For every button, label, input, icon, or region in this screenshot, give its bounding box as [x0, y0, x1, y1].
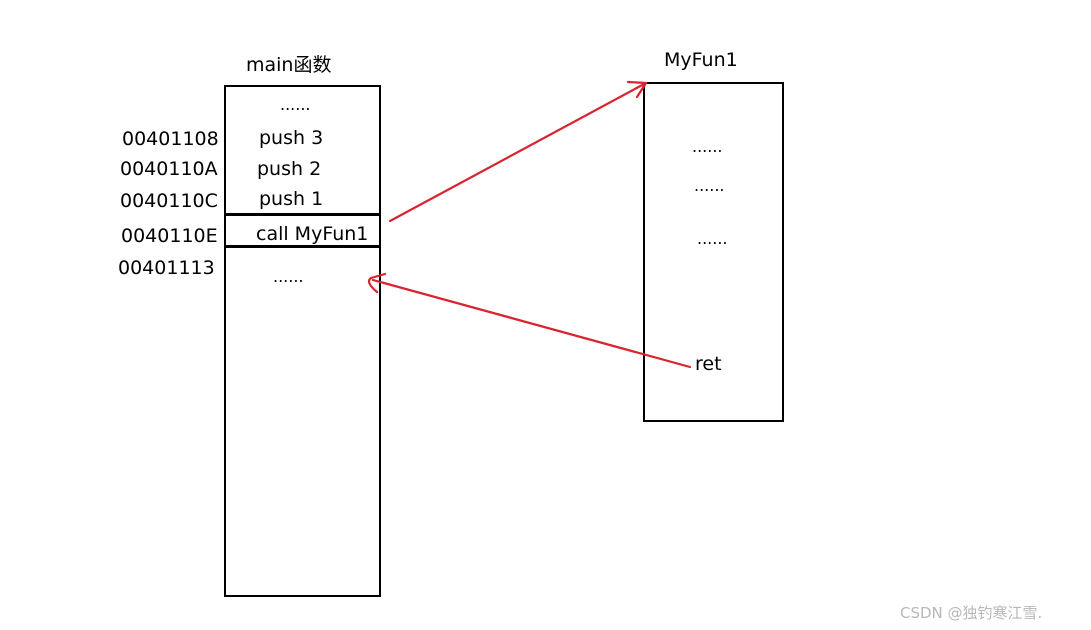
main-line-ellipsis-top: ...... [280, 95, 311, 114]
address-call-myfun1: 0040110E [121, 225, 218, 247]
watermark-text: CSDN @独钓寒江雪. [900, 604, 1043, 622]
myfun1-block-frame [643, 82, 784, 422]
call-arrow-line [388, 81, 648, 223]
instruction-push-2: push 2 [257, 158, 322, 180]
myfun1-line-ellipsis-3: ...... [697, 229, 728, 248]
main-block-title: main函数 [246, 54, 332, 76]
address-push-3: 00401108 [122, 128, 219, 150]
return-arrow-line [371, 278, 692, 369]
return-arrow-head [367, 272, 387, 294]
address-return-point: 00401113 [118, 257, 215, 279]
myfun1-block-title: MyFun1 [664, 49, 738, 71]
myfun1-line-ellipsis-1: ...... [692, 137, 723, 156]
main-block-frame [224, 85, 381, 597]
instruction-call-myfun1: call MyFun1 [256, 223, 369, 245]
myfun1-ret-instruction: ret [695, 353, 722, 375]
main-line-ellipsis-bottom: ...... [273, 267, 304, 286]
address-push-2: 0040110A [120, 158, 218, 180]
address-push-1: 0040110C [120, 190, 218, 212]
myfun1-line-ellipsis-2: ...... [694, 176, 725, 195]
instruction-push-1: push 1 [259, 188, 324, 210]
instruction-push-3: push 3 [259, 127, 324, 149]
call-row-top-divider [224, 213, 381, 216]
call-arrow-head [626, 80, 648, 99]
call-row-bottom-divider [224, 245, 381, 248]
